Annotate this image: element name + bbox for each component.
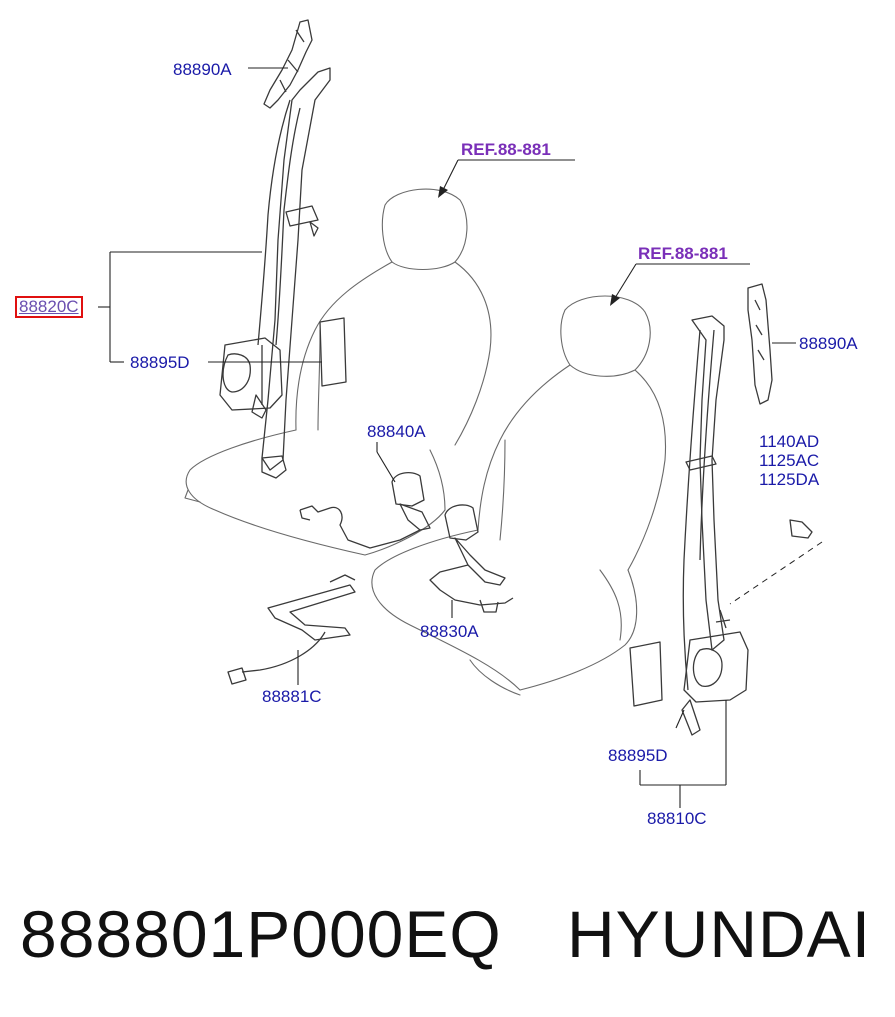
label-88820c-highlighted[interactable]: 88820C bbox=[15, 296, 83, 318]
leader-lines bbox=[98, 67, 796, 808]
ref-label-right-seat: REF.88-881 bbox=[638, 244, 728, 263]
label-1125da[interactable]: 1125DA bbox=[759, 470, 820, 489]
left-seat-belt-assembly bbox=[219, 19, 347, 479]
label-88881c[interactable]: 88881C bbox=[262, 687, 322, 706]
right-seat-belt-assembly bbox=[629, 283, 813, 736]
label-88895d-left[interactable]: 88895D bbox=[130, 353, 190, 372]
brand-text: HYUNDAI bbox=[567, 897, 872, 971]
label-88830a[interactable]: 88830A bbox=[420, 622, 479, 641]
label-88895d-right[interactable]: 88895D bbox=[608, 746, 668, 765]
label-88810c[interactable]: 88810C bbox=[647, 809, 707, 828]
ref-arrowheads bbox=[438, 186, 620, 306]
label-88840a[interactable]: 88840A bbox=[367, 422, 426, 441]
part-number-text: 888801P000EQ bbox=[20, 897, 502, 971]
harness-88881c bbox=[227, 574, 356, 685]
label-1140ad[interactable]: 1140AD bbox=[759, 432, 820, 451]
caption-bar: 888801P000EQ HYUNDAI bbox=[0, 895, 895, 975]
buckle-88840a bbox=[299, 471, 431, 549]
left-seat-outline bbox=[184, 188, 492, 556]
ref-label-left-seat: REF.88-881 bbox=[461, 140, 551, 159]
buckle-88830a bbox=[429, 504, 514, 613]
label-88890a-left[interactable]: 88890A bbox=[173, 60, 232, 79]
bolt-dash-line bbox=[729, 541, 823, 605]
right-seat-outline bbox=[371, 295, 667, 696]
label-88890a-right[interactable]: 88890A bbox=[799, 334, 858, 353]
label-1125ac[interactable]: 1125AC bbox=[759, 451, 820, 470]
seat-belt-parts-diagram bbox=[98, 19, 823, 808]
